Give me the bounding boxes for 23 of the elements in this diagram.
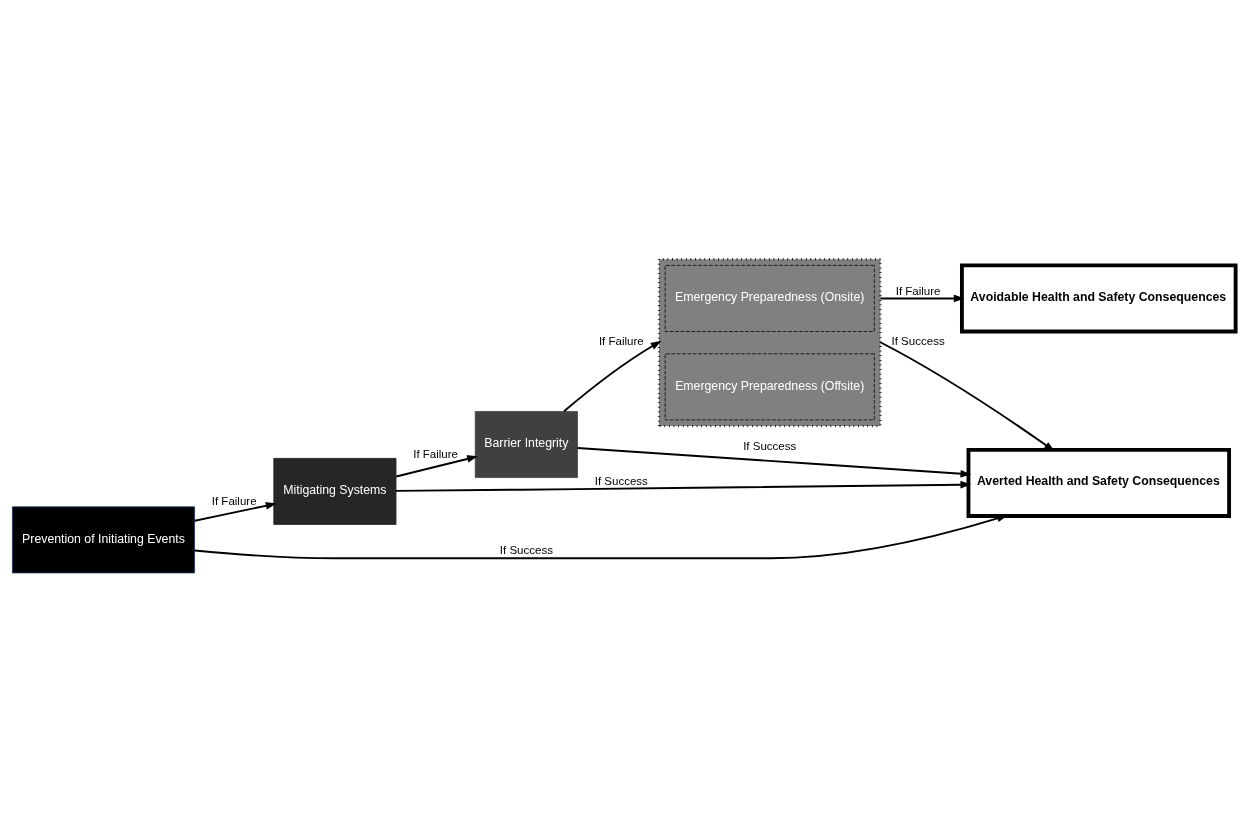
arrow [395, 455, 478, 478]
cluster [657, 258, 882, 428]
node-box: Barrier Integrity [474, 411, 578, 478]
node-box: Averted Health and Safety Consequences [966, 448, 1231, 518]
arrow [576, 446, 972, 478]
arrow [395, 480, 972, 492]
node-box: Emergency Preparedness (Offsite) [664, 353, 875, 421]
arrow [193, 502, 277, 522]
node-box: Avoidable Health and Safety Consequences [960, 263, 1238, 334]
edge-label: If Success [499, 544, 553, 557]
node-box: Emergency Preparedness (Onsite) [664, 265, 875, 332]
edge-label: If Failure [598, 335, 644, 348]
node-box: Prevention of Initiating Events [12, 506, 195, 574]
edge-label: If Failure [895, 284, 941, 297]
edge-label: If Success [743, 439, 797, 452]
edge-label: If Success [594, 474, 648, 487]
edge-label: If Success [891, 335, 945, 348]
arrow [879, 294, 965, 303]
arrow [563, 340, 662, 413]
arrow [879, 341, 1055, 452]
edge-label: If Failure [211, 494, 257, 507]
node-box: Mitigating Systems [273, 457, 397, 525]
edge-label: If Failure [413, 448, 459, 461]
